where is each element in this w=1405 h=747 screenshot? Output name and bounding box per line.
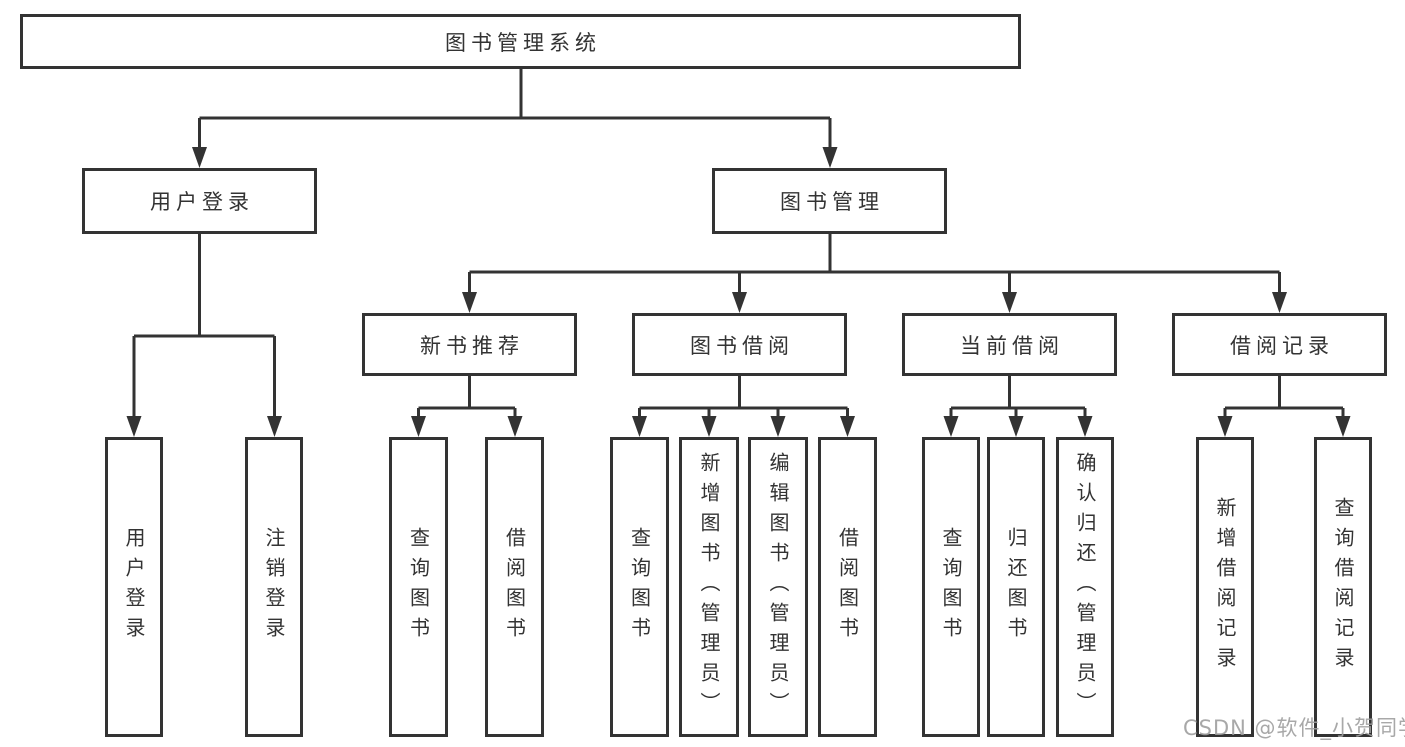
node-leaf-query-books-current: 查询图书	[922, 437, 980, 737]
node-leaf-add-books-admin-label: 新增图书（管理员）	[697, 452, 721, 722]
node-leaf-logout-login: 注销登录	[245, 437, 303, 737]
node-leaf-return-books: 归还图书	[987, 437, 1045, 737]
node-leaf-logout-login-label: 注销登录	[262, 527, 286, 647]
node-book-borrowing-label: 图书借阅	[690, 333, 794, 358]
node-leaf-add-borrow-record-label: 新增借阅记录	[1213, 497, 1237, 677]
node-leaf-query-books-recommend-label: 查询图书	[406, 527, 431, 647]
node-leaf-add-borrow-record: 新增借阅记录	[1196, 437, 1254, 737]
node-leaf-query-books-current-label: 查询图书	[939, 527, 963, 647]
node-leaf-user-login: 用户登录	[105, 437, 163, 737]
node-book-borrowing: 图书借阅	[632, 313, 847, 376]
node-library-system-label: 图书管理系统	[445, 30, 601, 55]
node-leaf-edit-books-admin-label: 编辑图书（管理员）	[766, 452, 790, 722]
node-leaf-query-books-borrow: 查询图书	[610, 437, 669, 737]
node-current-borrowing-label: 当前借阅	[960, 333, 1064, 358]
node-leaf-borrow-books-borrow-label: 借阅图书	[835, 527, 860, 647]
node-borrowing-records: 借阅记录	[1172, 313, 1387, 376]
node-user-login: 用户登录	[82, 168, 317, 234]
node-user-login-label: 用户登录	[150, 190, 254, 214]
node-leaf-edit-books-admin: 编辑图书（管理员）	[748, 437, 808, 737]
node-leaf-query-borrow-record-label: 查询借阅记录	[1331, 497, 1355, 677]
node-leaf-return-books-label: 归还图书	[1004, 527, 1028, 647]
watermark-text: CSDN @软件_小贺同学	[1183, 716, 1405, 740]
node-leaf-borrow-books-recommend: 借阅图书	[485, 437, 544, 737]
node-book-management-label: 图书管理	[780, 190, 884, 214]
node-borrowing-records-label: 借阅记录	[1230, 333, 1334, 358]
node-current-borrowing: 当前借阅	[902, 313, 1117, 376]
node-leaf-confirm-return-admin: 确认归还（管理员）	[1056, 437, 1114, 737]
node-leaf-query-borrow-record: 查询借阅记录	[1314, 437, 1372, 737]
node-new-book-recommend-label: 新书推荐	[420, 333, 524, 358]
node-library-system: 图书管理系统	[20, 14, 1021, 69]
node-new-book-recommend: 新书推荐	[362, 313, 577, 376]
node-leaf-borrow-books-borrow: 借阅图书	[818, 437, 877, 737]
node-leaf-user-login-label: 用户登录	[122, 527, 146, 647]
node-leaf-add-books-admin: 新增图书（管理员）	[679, 437, 739, 737]
node-leaf-confirm-return-admin-label: 确认归还（管理员）	[1073, 452, 1097, 722]
node-book-management: 图书管理	[712, 168, 947, 234]
node-leaf-query-books-recommend: 查询图书	[389, 437, 448, 737]
node-leaf-query-books-borrow-label: 查询图书	[627, 527, 652, 647]
node-leaf-borrow-books-recommend-label: 借阅图书	[502, 527, 527, 647]
